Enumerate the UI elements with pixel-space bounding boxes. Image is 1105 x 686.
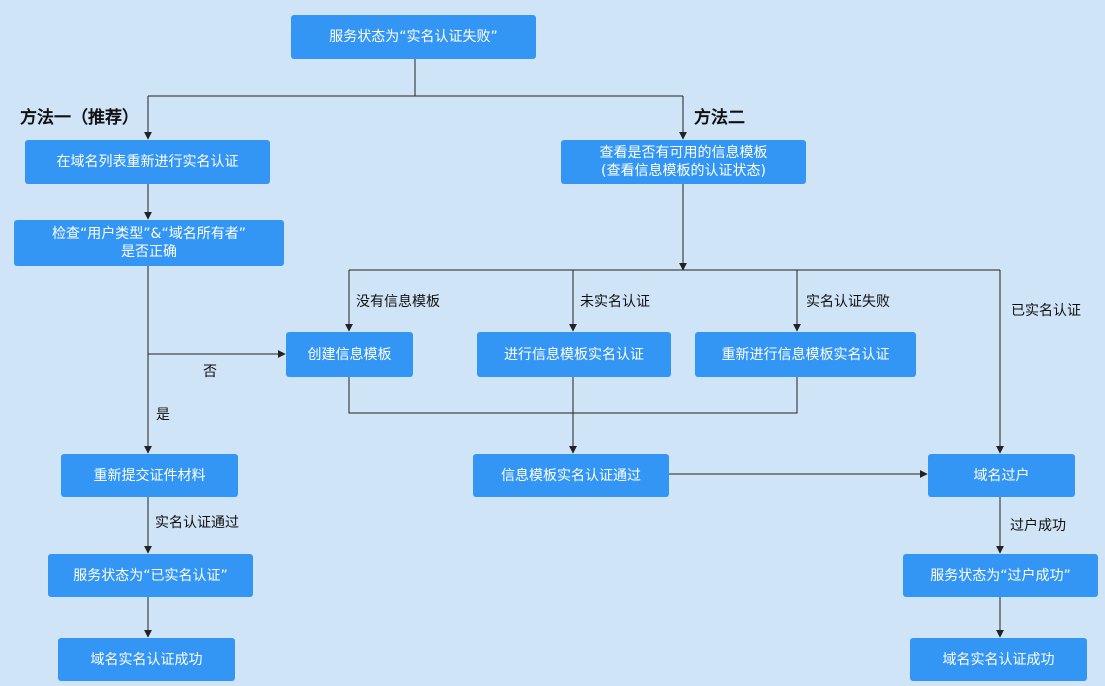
node-verify-template: 进行信息模板实名认证 [477, 332, 671, 377]
node-status-transfer-success: 服务状态为“过户成功” [903, 554, 1098, 597]
label-verify-passed: 实名认证通过 [155, 515, 239, 531]
node-template-verified-text: 信息模板实名认证通过 [501, 467, 641, 484]
label-yes: 是 [156, 407, 170, 423]
node-create-template-text: 创建信息模板 [307, 346, 392, 363]
node-view-template-line1: 查看是否有可用的信息模板 [599, 145, 768, 161]
label-not-verified: 未实名认证 [580, 294, 650, 310]
node-status-verified-text: 服务状态为“已实名认证” [73, 567, 228, 584]
node-status-verified: 服务状态为“已实名认证” [48, 554, 253, 597]
label-transfer-success: 过户成功 [1010, 518, 1066, 534]
node-template-verified: 信息模板实名认证通过 [473, 454, 669, 497]
node-domain-success-left: 域名实名认证成功 [58, 638, 235, 681]
node-status-transfer-success-text: 服务状态为“过户成功” [930, 567, 1071, 584]
node-status-failed-text: 服务状态为“实名认证失败” [329, 29, 498, 45]
method1-heading: 方法一（推荐） [20, 108, 139, 128]
node-reverify-in-list-text: 在域名列表重新进行实名认证 [56, 154, 239, 170]
node-resubmit: 重新提交证件材料 [61, 454, 238, 497]
node-view-template-line2: (查看信息模板的认证状态) [601, 163, 766, 179]
node-domain-transfer-text: 域名过户 [973, 467, 1030, 484]
node-view-template: 查看是否有可用的信息模板 (查看信息模板的认证状态) [561, 140, 806, 184]
label-already-verified: 已实名认证 [1011, 303, 1081, 319]
node-reverify-template: 重新进行信息模板实名认证 [695, 332, 916, 377]
method2-heading: 方法二 [694, 108, 745, 128]
node-check-line2: 是否正确 [121, 244, 177, 260]
label-verify-failed: 实名认证失败 [806, 294, 890, 310]
node-check: 检查“用户类型”&“域名所有者” 是否正确 [14, 220, 284, 266]
label-no: 否 [203, 364, 217, 380]
node-reverify-template-text: 重新进行信息模板实名认证 [721, 346, 890, 363]
node-verify-template-text: 进行信息模板实名认证 [504, 346, 644, 363]
node-domain-success-right-text: 域名实名认证成功 [942, 651, 1055, 668]
node-resubmit-text: 重新提交证件材料 [93, 467, 206, 484]
node-domain-transfer: 域名过户 [928, 454, 1075, 497]
label-no-template: 没有信息模板 [356, 294, 440, 310]
node-reverify-in-list: 在域名列表重新进行实名认证 [25, 140, 270, 184]
node-create-template: 创建信息模板 [286, 332, 413, 377]
node-domain-success-left-text: 域名实名认证成功 [90, 651, 203, 668]
node-check-line1: 检查“用户类型”&“域名所有者” [52, 226, 246, 242]
node-status-failed: 服务状态为“实名认证失败” [291, 15, 536, 59]
node-domain-success-right: 域名实名认证成功 [910, 638, 1087, 681]
